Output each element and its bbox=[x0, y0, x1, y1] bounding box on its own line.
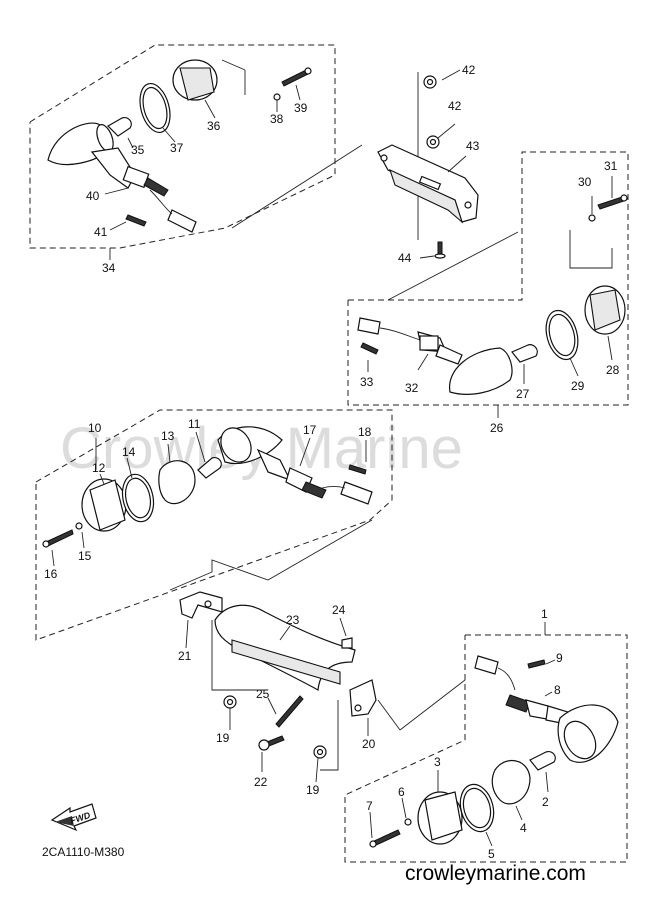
group-1-turn-signal-assembly bbox=[344, 622, 628, 863]
callout-6: 6 bbox=[398, 785, 405, 799]
center-bracket-23-group bbox=[169, 519, 466, 783]
callout-34: 34 bbox=[102, 261, 116, 275]
callout-26: 26 bbox=[490, 421, 504, 435]
callout-36: 36 bbox=[207, 119, 221, 133]
callout-19-left: 19 bbox=[216, 731, 230, 745]
callout-16: 16 bbox=[44, 567, 58, 581]
callout-18: 18 bbox=[358, 425, 372, 439]
callout-27: 27 bbox=[516, 387, 530, 401]
callout-31: 31 bbox=[604, 159, 618, 173]
callout-1: 1 bbox=[541, 607, 548, 621]
site-footer: crowleymarine.com bbox=[405, 862, 586, 885]
callout-9: 9 bbox=[556, 651, 563, 665]
fwd-arrow: FWD bbox=[50, 803, 97, 832]
callout-37: 37 bbox=[170, 141, 184, 155]
callout-5: 5 bbox=[488, 847, 495, 861]
callout-17: 17 bbox=[303, 423, 317, 437]
callout-23: 23 bbox=[286, 613, 300, 627]
callout-24: 24 bbox=[332, 603, 346, 617]
drawing-code: 2CA1110-M380 bbox=[42, 845, 125, 859]
callout-32: 32 bbox=[405, 381, 419, 395]
callout-22: 22 bbox=[254, 775, 268, 789]
callout-42-top: 42 bbox=[462, 63, 476, 77]
callout-20: 20 bbox=[362, 737, 376, 751]
callout-41: 41 bbox=[94, 225, 108, 239]
callout-28: 28 bbox=[606, 363, 620, 377]
callout-44: 44 bbox=[398, 251, 412, 265]
callout-43: 43 bbox=[466, 139, 480, 153]
callout-21: 21 bbox=[178, 649, 192, 663]
group-34-turn-signal-assembly bbox=[29, 44, 336, 249]
callout-4: 4 bbox=[520, 821, 527, 835]
group-26-turn-signal-assembly bbox=[347, 151, 629, 418]
callout-42-mid: 42 bbox=[448, 99, 462, 113]
callout-11: 11 bbox=[188, 417, 201, 431]
callout-25: 25 bbox=[256, 687, 270, 701]
callout-40: 40 bbox=[86, 189, 100, 203]
callout-14: 14 bbox=[122, 445, 136, 459]
callout-15: 15 bbox=[78, 549, 92, 563]
callout-33: 33 bbox=[360, 375, 374, 389]
callout-3: 3 bbox=[434, 755, 441, 769]
callout-13: 13 bbox=[161, 429, 175, 443]
callout-10: 10 bbox=[88, 421, 102, 435]
callout-19-center: 19 bbox=[306, 783, 320, 797]
callout-30: 30 bbox=[578, 175, 592, 189]
callout-7: 7 bbox=[366, 799, 373, 813]
callout-2: 2 bbox=[542, 795, 549, 809]
callout-38: 38 bbox=[270, 112, 284, 126]
group-10-turn-signal-assembly bbox=[35, 409, 393, 641]
callout-39: 39 bbox=[294, 101, 308, 115]
callout-12: 12 bbox=[92, 461, 106, 475]
callout-29: 29 bbox=[571, 379, 585, 393]
callout-35: 35 bbox=[131, 143, 145, 157]
callout-8: 8 bbox=[554, 683, 561, 697]
bracket-43-group bbox=[231, 69, 479, 259]
